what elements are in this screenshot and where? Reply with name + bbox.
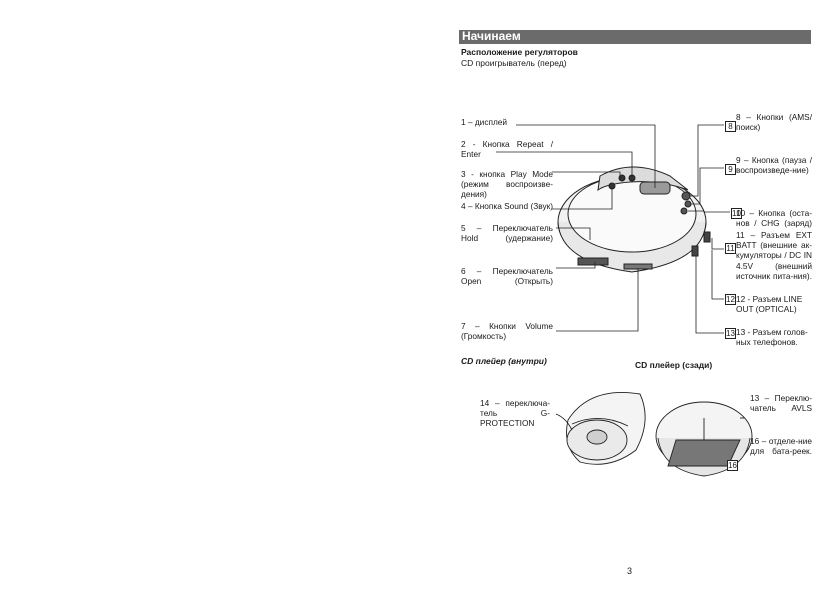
number-box-9: 9	[725, 164, 736, 175]
controls-title: Расположение регуляторов	[461, 47, 578, 57]
number-box-11: 11	[725, 243, 736, 254]
label-stop-charge: 10 – Кнопка (оста-нов / CHG (заряд)	[736, 208, 812, 229]
label-volume: 7 – Кнопки Volume (Громкость)	[461, 321, 553, 342]
page-number: 3	[627, 566, 633, 576]
front-player-drawing	[557, 166, 711, 273]
inside-view-caption: CD плейер (внутри)	[461, 356, 547, 366]
number-box-12: 12	[725, 294, 736, 305]
label-g-protection: 14 – переключа-тель G-PROTECTION	[480, 398, 550, 429]
label-sound: 4 – Кнопка Sound (Звук)	[461, 201, 553, 211]
label-hold: 5 – Переключатель Hold (удержание)	[461, 223, 553, 244]
number-box-16: 16	[727, 460, 738, 471]
number-box-8: 8	[725, 121, 736, 132]
number-box-13: 13	[725, 328, 736, 339]
label-repeat-enter: 2 - Кнопка Repeat / Enter	[461, 139, 553, 160]
label-line-out: 12 - Разъем LINE OUT (OPTICAL)	[736, 294, 803, 315]
label-play-mode: 3 - кнопка Play Mode (режим воспроизве-д…	[461, 169, 553, 200]
section-header-bar: Начинаем	[459, 29, 811, 44]
label-ams-search: 8 – Кнопки (AMS/ поиск)	[736, 112, 812, 133]
label-open: 6 – Переключатель Open (Открыть)	[461, 266, 553, 287]
section-header-title: Начинаем	[462, 29, 521, 43]
left-leader-lines	[496, 124, 656, 332]
right-leader-lines	[688, 124, 730, 334]
number-box-10: 10	[731, 208, 742, 219]
label-avls: 13 – Переклю-чатель AVLS	[750, 393, 812, 414]
front-view-subtitle: CD проигрыватель (перед)	[461, 58, 567, 68]
inside-player-drawing	[555, 392, 646, 465]
label-ext-batt: 11 – Разъем EXT BATT (внешние ак-кумулят…	[736, 230, 812, 281]
label-display: 1 – дисплей	[461, 117, 508, 127]
label-battery-compartment: 16 – отделе-ние для бата-реек.	[750, 436, 812, 457]
label-pause-play: 9 – Кнопка (пауза / воспроизведе-ние)	[736, 155, 812, 176]
label-headphones: 13 - Разъем голов-ных телефонов.	[736, 327, 808, 348]
back-view-caption: CD плейер (сзади)	[635, 360, 713, 370]
